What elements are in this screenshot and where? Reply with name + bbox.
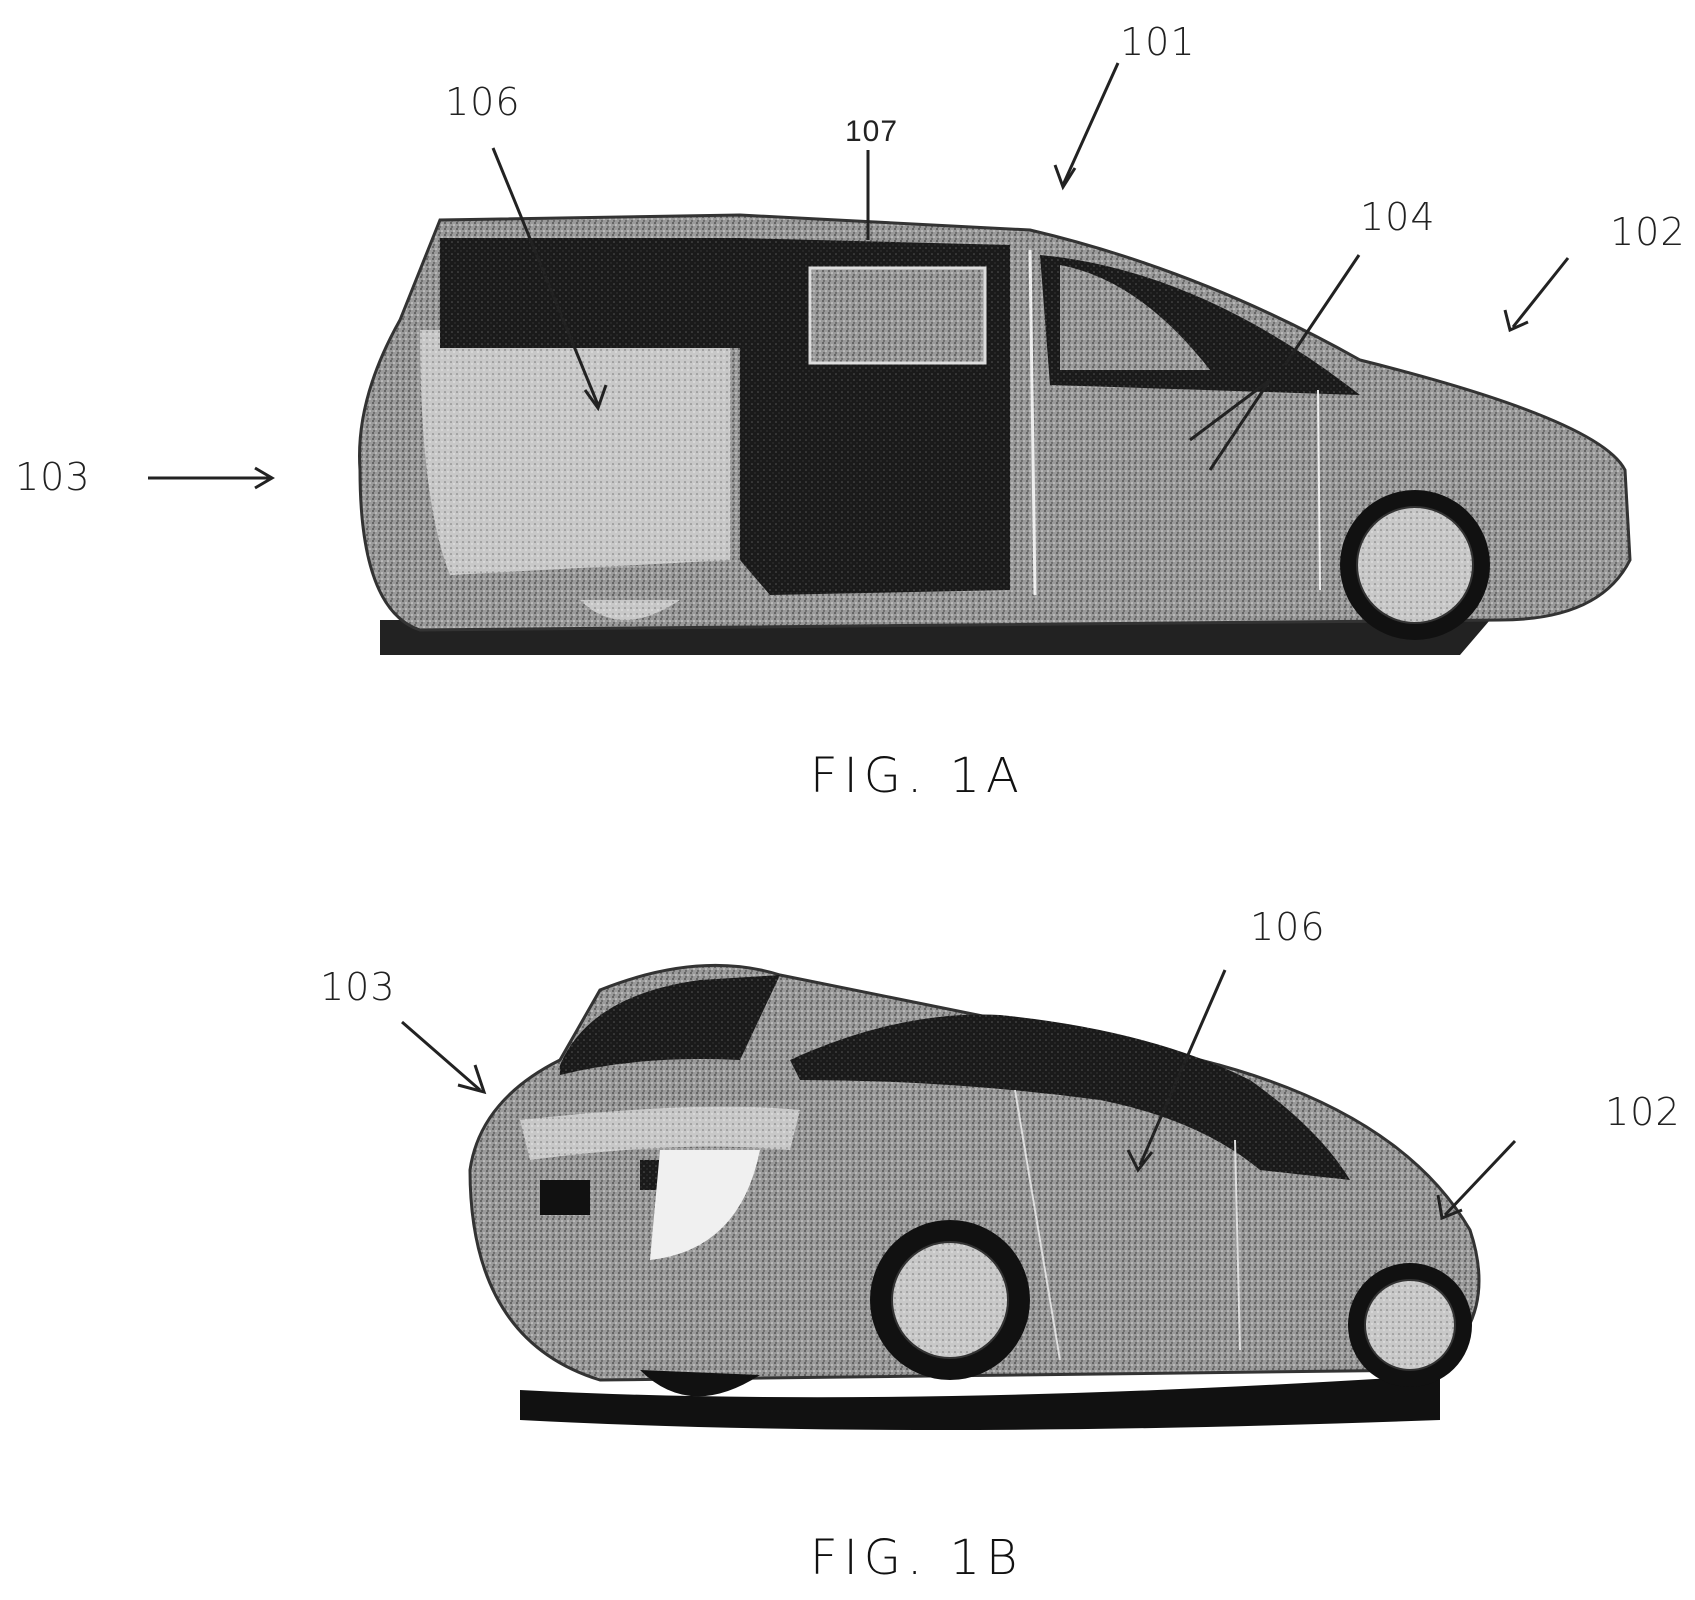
door-seam-1b-front [1234, 1139, 1241, 1351]
rear-highlight [650, 1150, 760, 1260]
rear-rim-1b [891, 1241, 1009, 1359]
leader-lines-1b [401, 969, 1517, 1221]
front-door-window [1060, 265, 1210, 370]
door-seam-front [1317, 389, 1321, 591]
rear-window-1b [560, 975, 780, 1075]
door-seam-1b [1014, 1089, 1061, 1361]
rear-panel [420, 330, 730, 575]
rear-door-open [440, 238, 740, 348]
front-rim-1a [1356, 506, 1474, 624]
door-seam [1028, 249, 1037, 596]
ground-shadow-1b [520, 1375, 1440, 1430]
figure-caption-1b: FIG. 1B [810, 1530, 1024, 1586]
ref-label-101: 101 [1120, 20, 1196, 64]
ref-label-106: 106 [445, 80, 521, 124]
front-rim-1b [1364, 1279, 1456, 1371]
ref-label-106-1b: 106 [1250, 905, 1326, 949]
ref-label-102-1b: 102 [1605, 1090, 1681, 1134]
tail-light-bar [520, 1106, 800, 1160]
ref-label-102: 102 [1610, 210, 1686, 254]
ref-label-104: 104 [1360, 195, 1436, 239]
figure-caption-1a: FIG. 1A [810, 748, 1025, 804]
sliding-door-window [808, 266, 987, 365]
rear-tire-left [640, 1370, 760, 1397]
ref-label-103: 103 [15, 455, 91, 499]
ref-label-107: 107 [845, 115, 899, 148]
leader-lines-1a [148, 62, 1570, 490]
ref-label-103-1b: 103 [320, 965, 396, 1009]
side-windows-1b [790, 1014, 1350, 1180]
rear-wheel-1a [580, 600, 680, 620]
license-plate [540, 1180, 590, 1215]
